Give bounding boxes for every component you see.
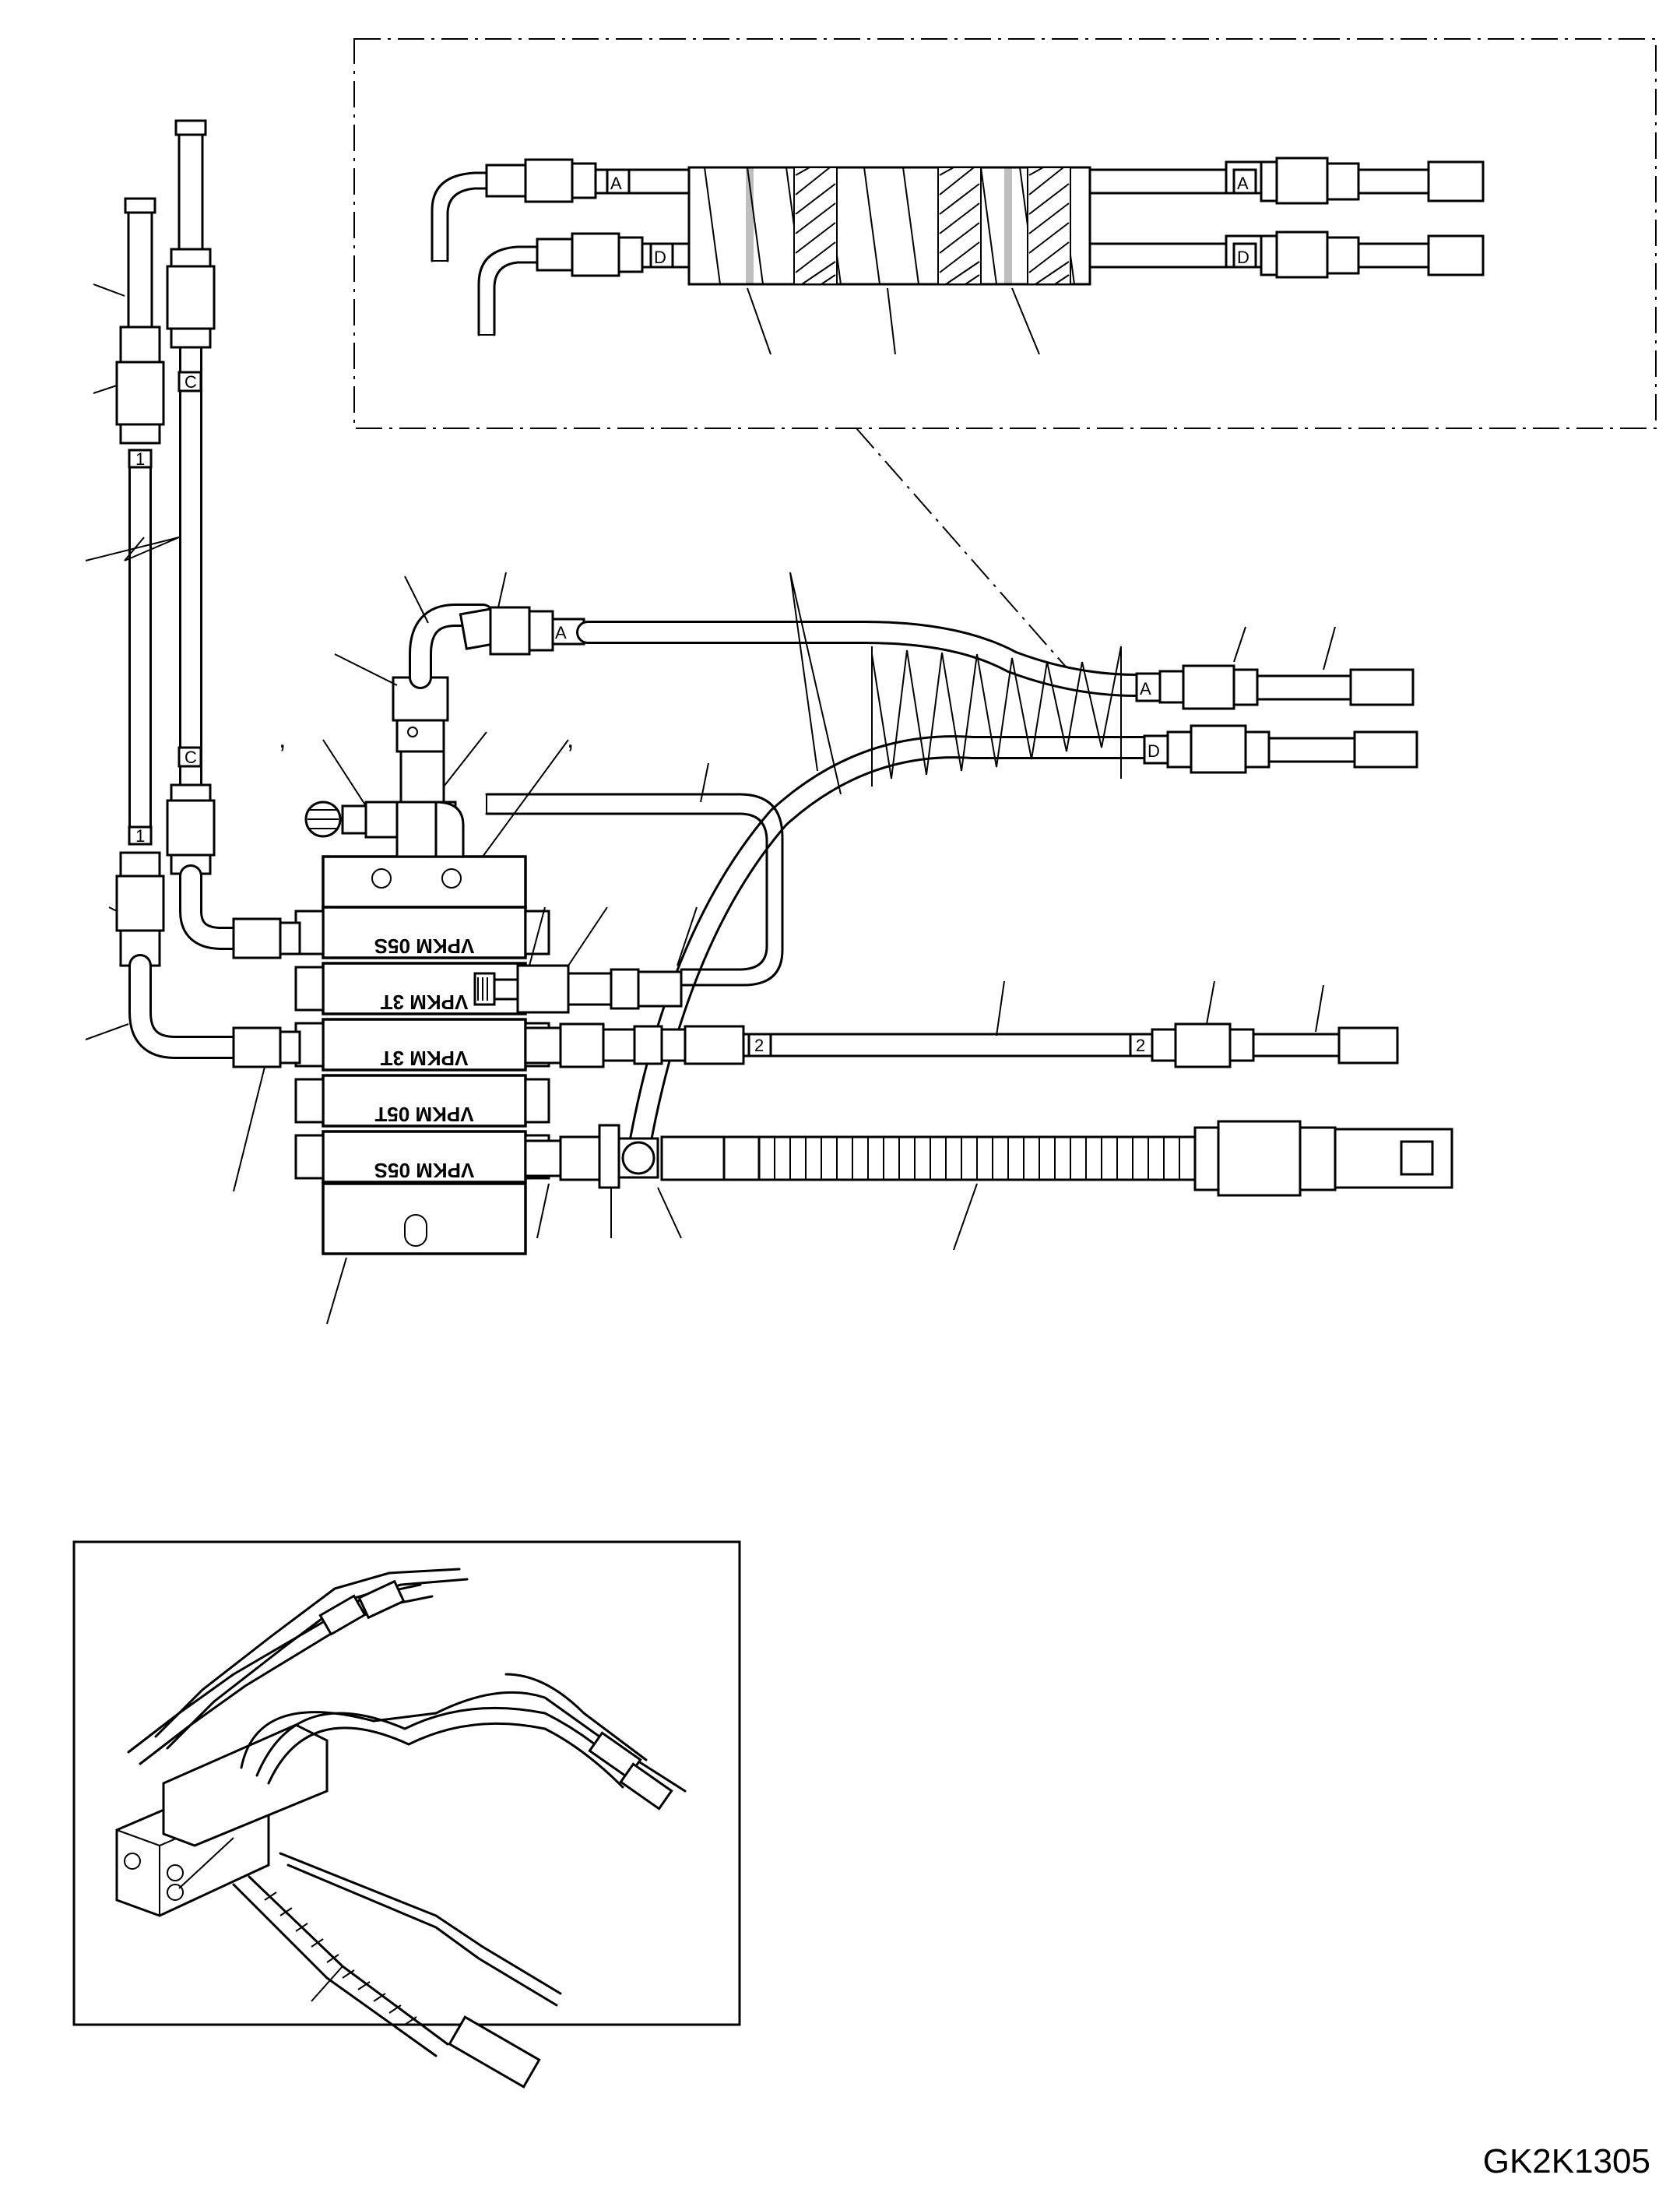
hose-2-assembly: 2 2	[524, 980, 1399, 1068]
tag-2-left: 2	[754, 1036, 764, 1055]
valve-label-05t: VPKM 05T	[374, 1103, 473, 1126]
valve-label-3t-upper: VPKM 3T	[381, 991, 469, 1014]
left-pipes: C C 1 1	[85, 119, 253, 1059]
valve-label-05s-top: VPKM 05S	[374, 934, 475, 958]
comma-mark-left: ,	[279, 724, 286, 754]
comma-mark-right: ,	[567, 724, 574, 754]
valve-label-3t-lower: VPKM 3T	[381, 1047, 469, 1070]
drawing-code: GK2K1305	[1483, 2142, 1650, 2180]
tag-1-bottom: 1	[135, 826, 145, 846]
bent-tube	[485, 762, 784, 987]
tag-2-right: 2	[1136, 1036, 1145, 1055]
valve-3t-fittings	[473, 739, 698, 1014]
detail-tag-a-right: A	[1237, 174, 1249, 193]
tag-c-top: C	[185, 372, 197, 392]
tag-d-main: D	[1148, 741, 1160, 761]
valve-stack: VPKM 05S VPKM 3T VPKM 3T VPKM 05T VPKM 0…	[232, 855, 550, 1325]
spiral-sleeve	[704, 167, 1075, 285]
detail-tag-d-left: D	[654, 248, 666, 267]
valve-label-05s-bottom: VPKM 05S	[374, 1159, 475, 1182]
top-elbow-assembly: A A	[304, 572, 1415, 858]
isometric-view-inset	[72, 1540, 741, 2089]
tag-c-bottom: C	[185, 748, 197, 767]
corrugated-sleeve	[757, 1135, 1197, 1181]
tag-a-main-right: A	[1140, 679, 1151, 699]
tag-a-main-left: A	[555, 623, 567, 642]
detail-tag-d-right: D	[1237, 248, 1249, 267]
tag-1-top: 1	[135, 449, 145, 469]
sensor-cable-assembly	[524, 1120, 1453, 1251]
detail-tag-a-left: A	[610, 174, 622, 193]
detail-view-inset: A D A D	[353, 38, 1657, 686]
